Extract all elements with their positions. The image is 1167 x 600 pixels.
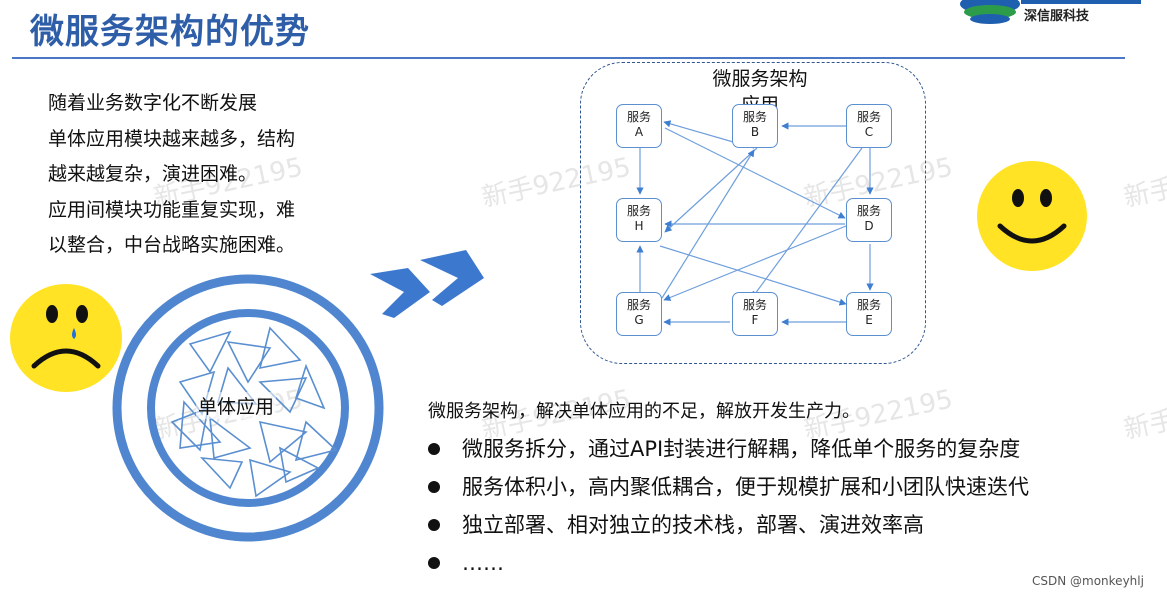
source-credit: CSDN @monkeyhlj — [1032, 574, 1144, 588]
sad-face-icon — [10, 284, 122, 392]
company-logo-icon — [960, 0, 1141, 24]
list-item: …… — [426, 546, 1029, 584]
list-item: 服务体积小，高内聚低耦合，便于规模扩展和小团队快速迭代 — [426, 470, 1029, 508]
bullet-icon — [428, 481, 440, 493]
happy-face-icon — [977, 161, 1087, 271]
advantage-list: 微服务拆分，通过API封装进行解耦，降低单个服务的复杂度 服务体积小，高内聚低耦… — [426, 432, 1029, 584]
monolith-label: 单体应用 — [196, 392, 277, 419]
title-divider — [12, 57, 1125, 59]
bullet-icon — [428, 557, 440, 569]
chevron-right-icon — [370, 250, 484, 318]
watermark: 新手922195 — [1121, 152, 1167, 214]
microservice-frame — [580, 62, 926, 364]
bullet-icon — [428, 519, 440, 531]
watermark: 新手922195 — [1121, 384, 1167, 446]
intro-line: 越来越复杂，演进困难。 — [48, 163, 258, 185]
intro-text: 随着业务数字化不断发展 单体应用模块越来越多，结构 越来越复杂，演进困难。 应用… — [48, 86, 368, 264]
list-item: 独立部署、相对独立的技术栈，部署、演进效率高 — [426, 508, 1029, 546]
bullet-icon — [428, 443, 440, 455]
intro-line: 随着业务数字化不断发展 — [48, 92, 258, 114]
monolith-diagram — [112, 274, 384, 542]
list-item: 微服务拆分，通过API封装进行解耦，降低单个服务的复杂度 — [426, 432, 1029, 470]
intro-line: 单体应用模块越来越多，结构 — [48, 127, 296, 150]
page-title: 微服务架构的优势 — [30, 12, 310, 52]
summary-text: 微服务架构，解决单体应用的不足，解放开发生产力。 — [428, 401, 860, 422]
intro-line: 以整合，中台战略实施困难。 — [48, 234, 296, 256]
intro-line: 应用间模块功能重复实现，难 — [48, 198, 296, 221]
company-name: 深信服科技 — [1024, 9, 1090, 24]
